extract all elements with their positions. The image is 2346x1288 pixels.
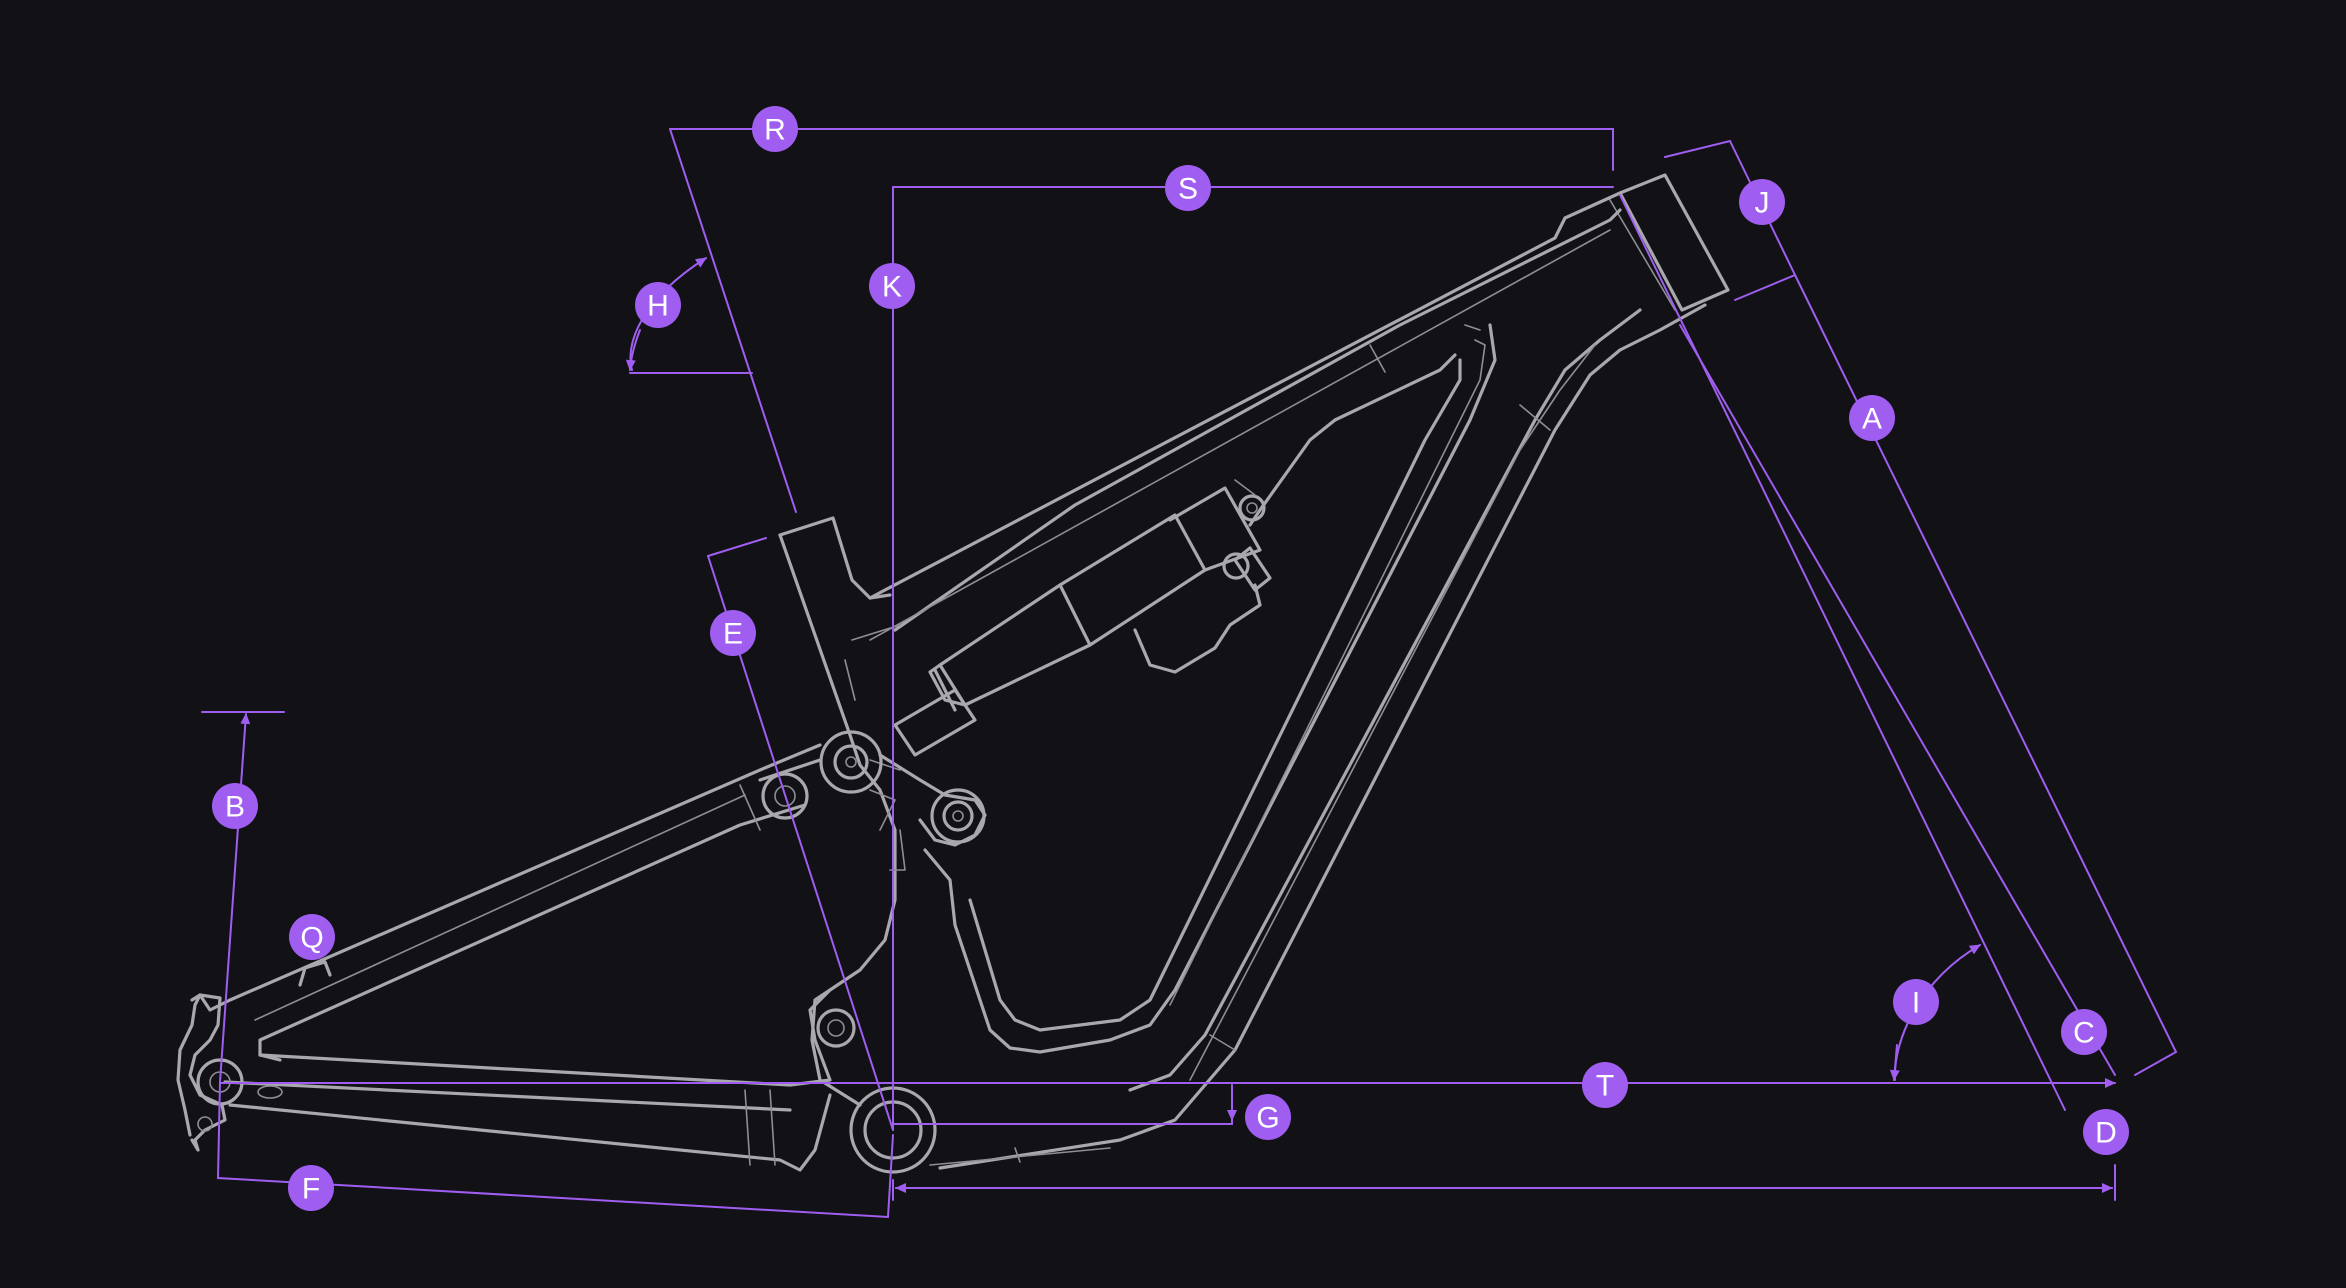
marker-s-label: S [1178,173,1198,206]
dimension-f-lines [216,1081,894,1219]
marker-k-label: K [882,271,902,304]
marker-e: E [710,610,756,656]
dimension-front-center-lines [892,1164,2116,1201]
marker-f: F [288,1165,334,1211]
top-tube [868,191,1622,641]
marker-i-label: I [1912,987,1920,1020]
marker-q-label: Q [300,922,323,955]
head-tube [1609,173,1730,312]
marker-b: B [212,783,258,829]
dimension-lines [201,128,2178,1219]
dimension-c-lines [1679,324,2116,1076]
marker-d: D [2083,1109,2129,1155]
marker-q: Q [289,914,335,960]
marker-k: K [869,263,915,309]
marker-j: J [1739,179,1785,225]
marker-f-label: F [302,1173,320,1206]
bottom-bracket [849,1086,1111,1174]
marker-h: H [635,282,681,328]
marker-t: T [1582,1062,1628,1108]
marker-s: S [1165,165,1211,211]
marker-b-label: B [225,791,245,824]
marker-j-label: J [1755,187,1770,220]
marker-r: R [752,106,798,152]
down-tube [938,303,1707,1170]
seat-tube [778,516,901,1107]
main-pivot [758,730,987,1048]
marker-c: C [2061,1009,2107,1055]
marker-e-label: E [723,618,743,651]
marker-t-label: T [1596,1070,1614,1103]
dimension-d-lines [1619,194,2066,1111]
dimension-b-lines [201,711,285,1083]
dimension-r-lines [669,128,1614,513]
marker-h-label: H [647,290,669,323]
marker-g: G [1245,1094,1291,1140]
marker-g-label: G [1256,1102,1279,1135]
marker-c-label: C [2073,1017,2095,1050]
marker-d-label: D [2095,1117,2117,1150]
marker-r-label: R [764,114,786,147]
marker-i: I [1893,979,1939,1025]
chain-stay [223,988,832,1172]
dimension-g-lines [892,1084,1237,1125]
marker-a-label: A [1862,403,1882,436]
seat-stay [190,743,822,1062]
front-triangle-inner [923,323,1497,1054]
rear-dropout [176,993,244,1152]
rear-shock [893,479,1272,757]
marker-a: A [1849,395,1895,441]
bike-frame [176,173,1730,1174]
dimension-a-lines [1794,274,2178,1076]
